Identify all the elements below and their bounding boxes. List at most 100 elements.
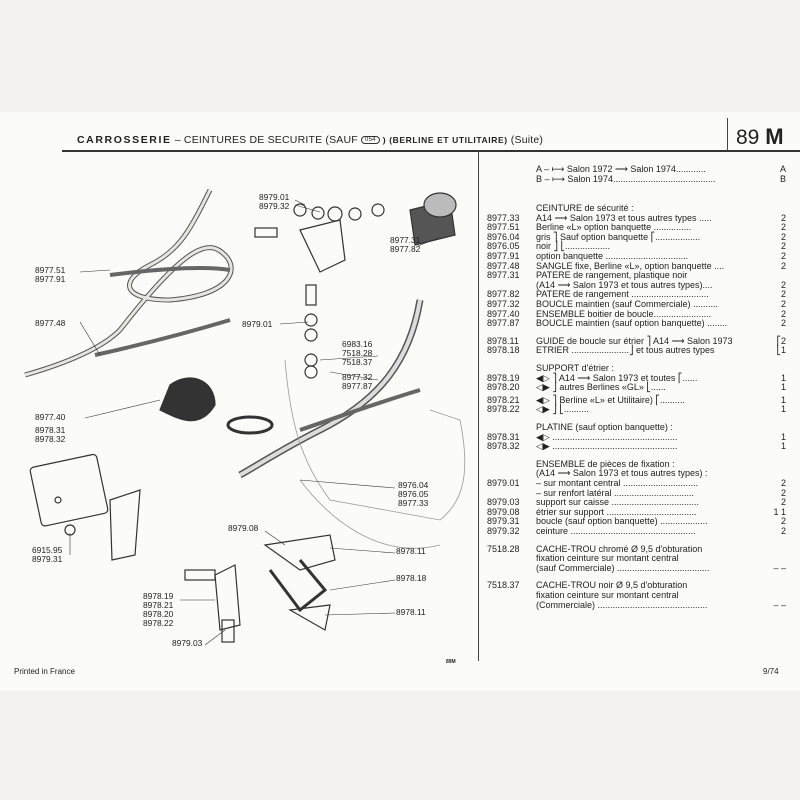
part-description: ◀▷ ⎤ Berline «L» et Utilitaire) ⎡.......… bbox=[536, 394, 685, 405]
part-quantity: 2 bbox=[780, 299, 786, 309]
part-quantity: 2 bbox=[780, 318, 786, 329]
part-description: – sur montant central ..................… bbox=[536, 478, 699, 488]
part-description: ◁▶ .....................................… bbox=[536, 441, 678, 452]
part-quantity: ⎣1 bbox=[776, 345, 786, 356]
exploded-diagram bbox=[24, 188, 466, 646]
part-description: PATERE de rangement, plastique noir bbox=[536, 270, 688, 281]
leader-lines bbox=[69, 199, 439, 646]
legend-code: B bbox=[779, 174, 786, 184]
part-quantity: 1 bbox=[780, 431, 786, 442]
diagram-part-label: 8977.40 bbox=[35, 412, 66, 422]
part-number: 8978.21 bbox=[487, 394, 520, 405]
header-rule bbox=[62, 150, 800, 152]
part-description: ENSEMBLE boitier de boucle..............… bbox=[536, 308, 712, 319]
diagram-part-label: 8978.11 bbox=[396, 607, 426, 617]
part-quantity: 2 bbox=[780, 289, 786, 300]
part-number: 8977.87 bbox=[487, 318, 520, 329]
part-number: 8977.91 bbox=[487, 251, 520, 261]
buckle-housing bbox=[159, 377, 274, 435]
part-description: (A14 ⟶ Salon 1973 et tous autres types) … bbox=[536, 468, 708, 479]
part-description: (sauf Commerciale) .....................… bbox=[536, 562, 710, 573]
diagram-part-label: 7518.37 bbox=[342, 357, 373, 367]
part-number: 8977.40 bbox=[487, 308, 520, 319]
part-quantity: 2 bbox=[780, 241, 786, 252]
part-quantity: 2 bbox=[780, 222, 786, 233]
diagram-part-label: 8977.31 bbox=[390, 235, 421, 245]
part-description: CACHE-TROU chromé Ø 9,5 d'obturation bbox=[536, 543, 703, 554]
part-number: 8979.31 bbox=[487, 516, 520, 527]
part-description: BOUCLE maintien (sauf option banquette) … bbox=[536, 318, 728, 329]
part-description: option banquette .......................… bbox=[536, 251, 689, 261]
part-description: (A14 ⟶ Salon 1973 et tous autres types).… bbox=[536, 279, 713, 290]
part-quantity: 2 bbox=[780, 212, 786, 223]
diagram-part-label: 8978.21 bbox=[143, 600, 174, 610]
diagram-part-label: 8978.22 bbox=[143, 618, 174, 628]
diagram-part-label: 8977.51 bbox=[35, 265, 66, 275]
part-description: fixation ceinture sur montant central bbox=[536, 553, 679, 564]
part-description: (Commerciale) ..........................… bbox=[536, 599, 708, 610]
page-code-number: 89 bbox=[736, 126, 760, 149]
part-quantity: 2 bbox=[780, 308, 786, 319]
header-divider bbox=[727, 118, 728, 151]
header-suite: (Suite) bbox=[510, 134, 544, 146]
diagram-part-label: 8977.82 bbox=[390, 244, 421, 254]
part-number: 8976.05 bbox=[487, 241, 520, 252]
part-quantity: 1 bbox=[780, 372, 786, 383]
diagram-part-label: 8978.18 bbox=[396, 573, 427, 583]
part-description: fixation ceinture sur montant central bbox=[536, 590, 679, 600]
part-description: SANGLE fixe, Berline «L», option banquet… bbox=[536, 260, 725, 271]
part-description: ceinture ...............................… bbox=[536, 526, 696, 536]
diagram-part-label: 8977.32 bbox=[342, 372, 373, 382]
part-quantity: 2 bbox=[780, 279, 786, 290]
part-quantity: – – bbox=[773, 599, 786, 610]
printed-in-france: Printed in France bbox=[14, 667, 75, 676]
part-quantity: 1 bbox=[780, 441, 786, 452]
part-description: boucle (sauf option banquette) .........… bbox=[536, 516, 708, 527]
belt-strap-left bbox=[24, 188, 234, 378]
part-number: 8979.08 bbox=[487, 506, 520, 517]
part-quantity: 2 bbox=[780, 251, 786, 261]
part-number: 8979.03 bbox=[487, 497, 520, 508]
part-number: 8978.18 bbox=[487, 345, 520, 356]
diagram-part-label: 8979.03 bbox=[172, 638, 203, 648]
diagram-part-label: 8977.33 bbox=[398, 498, 429, 508]
part-description: Berline «L» option banquette ...........… bbox=[536, 222, 692, 233]
page-number: 9/74 bbox=[763, 667, 779, 676]
page-code: 89 M bbox=[736, 124, 784, 150]
part-description: PLATINE (sauf option banquette) : bbox=[536, 422, 673, 432]
seat-outline bbox=[284, 359, 466, 549]
part-number: 7518.28 bbox=[487, 543, 520, 554]
part-quantity: 2 bbox=[780, 260, 786, 271]
diagram-part-label: 8978.19 bbox=[143, 591, 174, 601]
header-subtitle: ) (BERLINE ET UTILITAIRE) bbox=[382, 135, 508, 145]
part-quantity: – – bbox=[773, 562, 786, 573]
diagram-part-label: 8978.11 bbox=[396, 546, 426, 556]
part-quantity: 2 bbox=[780, 478, 786, 488]
model-logo: 054 bbox=[361, 136, 380, 145]
part-description: ETRIER .......................⎦ et tous … bbox=[536, 345, 715, 356]
footer-mark: 89M bbox=[446, 659, 456, 665]
part-quantity: 2 bbox=[780, 526, 786, 536]
part-quantity: ⎡2 bbox=[776, 335, 786, 346]
legend-text: A – ⟼ Salon 1972 ⟶ Salon 1974...........… bbox=[536, 164, 706, 174]
page-code-letter: M bbox=[765, 124, 784, 149]
part-quantity: 1 bbox=[780, 394, 786, 405]
part-number: 8979.01 bbox=[487, 478, 520, 488]
diagram-part-label: 8979.01 bbox=[242, 319, 273, 329]
diagram-part-label: 8979.01 bbox=[259, 192, 290, 202]
diagram-part-label: 8979.08 bbox=[228, 523, 259, 533]
stirrup-assembly bbox=[184, 534, 336, 643]
part-number: 8977.33 bbox=[487, 212, 520, 223]
part-number: 8977.48 bbox=[487, 260, 520, 271]
part-description: CACHE-TROU noir Ø 9,5 d'obturation bbox=[536, 580, 688, 591]
diagram-part-label: 8977.87 bbox=[342, 381, 373, 391]
legend-text: B – ⟼ Salon 1974........................… bbox=[536, 174, 716, 184]
column-divider bbox=[478, 151, 479, 661]
part-number: 8978.22 bbox=[487, 404, 520, 415]
part-number: 8978.19 bbox=[487, 372, 520, 383]
belt-strap-right bbox=[238, 299, 424, 479]
part-quantity: 2 bbox=[780, 497, 786, 508]
diagram-part-label: 8978.20 bbox=[143, 609, 174, 619]
part-number: 8977.31 bbox=[487, 270, 520, 281]
catalog-page bbox=[0, 112, 800, 690]
